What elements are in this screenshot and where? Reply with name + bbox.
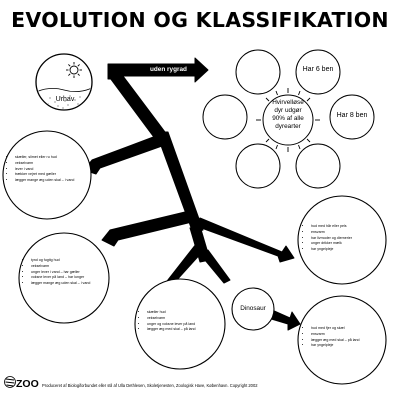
reptile-trait: vekselvarm xyxy=(147,316,222,322)
mammal-trait: har livmoder og diernerier xyxy=(311,236,382,242)
mammal-trait: hud med hår eller pels xyxy=(311,224,382,230)
bird-trait: lægger æg med skal – på land xyxy=(311,338,382,344)
dinosaur-circle xyxy=(231,287,275,331)
mammal-trait: har yngelpleje xyxy=(311,247,382,253)
fish-trait: lever i vand xyxy=(15,167,88,173)
invertebrate-circle-8-legs xyxy=(329,94,375,140)
fish-trait: lægger mange æg uden skal – i vand xyxy=(15,178,88,184)
fish-circle xyxy=(2,130,92,220)
reptile-trait: skæller hud xyxy=(147,310,222,316)
invertebrate-circle-bottom-left xyxy=(235,143,281,189)
invertebrate-group xyxy=(202,49,375,189)
bird-trait: hud med fjer og skæl xyxy=(311,326,382,332)
fish-trait: trækker vejret med gæller xyxy=(15,172,88,178)
amphibian-trait: voksne lever på land – har lunger xyxy=(31,275,108,281)
fish-trait: vekselvarm xyxy=(15,161,88,167)
amphibian-traits: tynd og fugtig hud vekselvarm unger leve… xyxy=(26,258,108,287)
mammal-trait: ensvarm xyxy=(311,230,382,236)
invertebrate-6-legs-label: Har 6 ben xyxy=(302,66,334,73)
uden-rygrad-label: uden rygrad xyxy=(150,66,187,73)
amphibian-trait: tynd og fugtig hud xyxy=(31,258,108,264)
mammal-traits: hud med hår eller pels ensvarm har livmo… xyxy=(306,224,382,253)
bird-trait: ensvarm xyxy=(311,332,382,338)
reptile-trait: unger og voksne lever på land xyxy=(147,322,222,328)
invertebrate-circle-bottom-right xyxy=(295,143,341,189)
fish-traits: skæller, slimet eller ru hud vekselvarm … xyxy=(10,155,88,184)
zoo-logo: ZOO xyxy=(4,376,39,390)
urhav-circle xyxy=(35,53,93,111)
invertebrate-circle-left xyxy=(202,94,248,140)
urhav-label: Urhav xyxy=(55,96,75,103)
animal-stripes-icon xyxy=(4,376,16,388)
invertebrate-circle-top-left xyxy=(235,49,281,95)
invertebrate-center-circle xyxy=(262,94,314,146)
invertebrate-center-text: Hvirvelløse dyr udgør 90% af alle dyrear… xyxy=(272,99,304,130)
invertebrate-8-legs-label: Har 8 ben xyxy=(336,112,368,119)
reptile-circle xyxy=(134,278,226,370)
amphibian-trait: vekselvarm xyxy=(31,264,108,270)
mammal-circle xyxy=(297,195,387,285)
amphibian-trait: unger lever i vand – har gæller xyxy=(31,270,108,276)
zoo-logo-text: ZOO xyxy=(16,378,39,390)
mammal-trait: unger drikker mælk xyxy=(311,241,382,247)
reptile-traits: skæller hud vekselvarm unger og voksne l… xyxy=(142,310,222,333)
footer-credit: Produceret af Biologiforbundet eller sti… xyxy=(42,383,258,388)
center-rays xyxy=(256,88,320,152)
invertebrate-circle-6-legs xyxy=(295,49,341,95)
fish-trait: skæller, slimet eller ru hud xyxy=(15,155,88,161)
dinosaur-label: Dinosaur xyxy=(240,305,266,312)
bird-circle xyxy=(297,295,387,385)
sun-icon xyxy=(66,62,82,78)
page-title: EVOLUTION OG KLASSIFIKATION xyxy=(11,8,389,32)
tree-branches xyxy=(83,57,301,331)
bird-traits: hud med fjer og skæl ensvarm lægger æg m… xyxy=(306,326,382,349)
amphibian-trait: lægger mange æg uden skal – i vand xyxy=(31,281,108,287)
bird-trait: har yngelpleje xyxy=(311,343,382,349)
amphibian-circle xyxy=(18,232,110,324)
reptile-trait: lægger æg med skal – på land xyxy=(147,327,222,333)
